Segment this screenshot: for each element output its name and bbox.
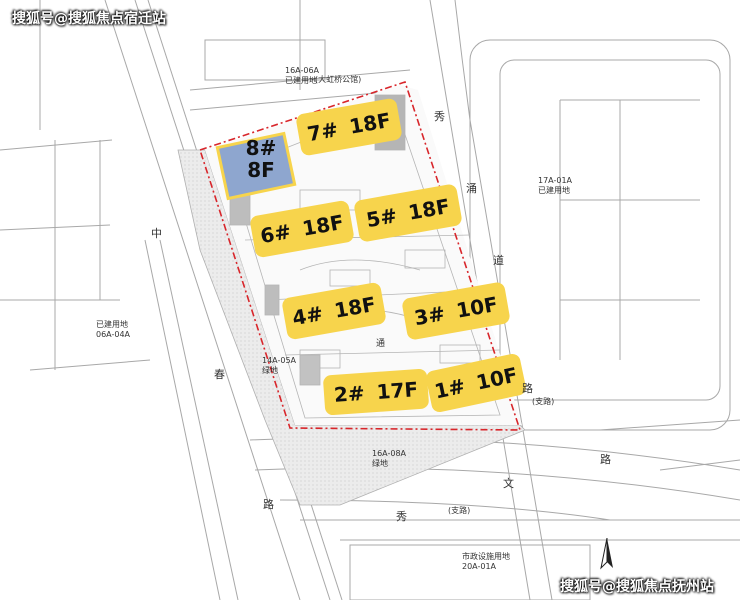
building-1-floors: 10F xyxy=(474,362,520,395)
road-west-3: 路 xyxy=(263,498,274,511)
interior-road-label: 通 xyxy=(376,339,386,349)
parcel-west-code: 06A-04A xyxy=(96,330,131,339)
parcel-south: 16A-08A 绿地 xyxy=(372,449,406,469)
building-8-label: 8# 8F xyxy=(236,134,286,184)
watermark-bottom-right: 搜狐号@搜狐焦点抚州站 xyxy=(560,579,714,595)
building-4-floors: 18F xyxy=(332,291,378,323)
building-8-floors: 8F xyxy=(247,158,275,182)
parcel-north-name: (大虹桥公馆) xyxy=(315,75,362,84)
building-7-number: 7# xyxy=(305,117,340,147)
parcel-north-status: 已建用地 xyxy=(285,76,317,85)
parcel-green-use: 绿地 xyxy=(262,366,278,375)
parcel-east-status: 已建用地 xyxy=(538,186,570,195)
road-east-4: 路 xyxy=(522,382,533,395)
building-7-floors: 18F xyxy=(347,107,393,139)
building-2-floors: 17F xyxy=(375,377,419,404)
building-4-number: 4# xyxy=(290,301,325,331)
road-west-1: 中 xyxy=(151,227,162,240)
building-8-number: 8# xyxy=(245,136,277,160)
road-east-3: 道 xyxy=(493,254,504,267)
building-3-floors: 10F xyxy=(454,291,500,323)
road-east-branch: (支路) xyxy=(532,397,555,406)
parcel-green-code: 14A-05A xyxy=(262,356,297,365)
building-2-label: 2# 17F xyxy=(322,368,430,416)
road-south-3: 路 xyxy=(600,453,611,466)
road-east-1: 秀 xyxy=(434,110,445,123)
parcel-north-code: 16A-06A xyxy=(285,66,320,75)
building-6-number: 6# xyxy=(258,219,293,249)
parcel-west-status: 已建用地 xyxy=(96,320,128,329)
building-5-floors: 18F xyxy=(406,193,452,225)
building-6-floors: 18F xyxy=(300,209,346,241)
watermark-top-left: 搜狐号@搜狐焦点宿迁站 xyxy=(12,11,166,27)
parcel-southeast: 市政设施用地 20A-01A xyxy=(462,552,510,572)
parcel-green: 14A-05A 绿地 xyxy=(262,356,296,376)
road-south-2: 文 xyxy=(503,477,514,490)
parcel-east: 17A-01A 已建用地 xyxy=(538,176,572,196)
north-arrow-icon xyxy=(600,538,613,570)
parcel-southeast-use: 市政设施用地 xyxy=(462,552,510,561)
parcel-south-use: 绿地 xyxy=(372,459,388,468)
parcel-south-code: 16A-08A xyxy=(372,449,407,458)
building-1-number: 1# xyxy=(432,373,468,404)
road-south-1: 秀 xyxy=(396,510,407,523)
building-2-number: 2# xyxy=(333,380,366,407)
road-west-2: 春 xyxy=(214,368,225,381)
parcel-west: 已建用地 06A-04A xyxy=(96,320,130,340)
parcel-southeast-code: 20A-01A xyxy=(462,562,497,571)
building-5-number: 5# xyxy=(364,203,399,233)
road-south-branch: (支路) xyxy=(448,506,471,515)
building-3-number: 3# xyxy=(412,301,447,331)
parcel-east-code: 17A-01A xyxy=(538,176,573,185)
road-east-2: 涌 xyxy=(466,182,477,195)
parcel-north: 16A-06A 已建用地 xyxy=(285,66,319,86)
